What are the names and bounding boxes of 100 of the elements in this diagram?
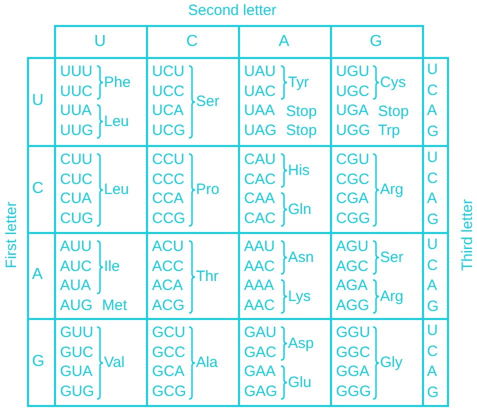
codon: UGA (336, 102, 369, 120)
codon: UCC (152, 82, 184, 100)
amino-acid-label: Ile (104, 258, 120, 276)
codon: CCC (152, 170, 184, 188)
codon: AUG (60, 296, 93, 314)
codon: CGC (336, 170, 370, 188)
third-letter: U (427, 61, 438, 79)
codon: CUU (60, 151, 92, 169)
third-letter: G (427, 384, 439, 402)
codon: CAC (244, 170, 276, 188)
amino-acid-label: Thr (196, 268, 218, 286)
amino-acid-label: Gln (288, 200, 312, 218)
amino-acid-label: Leu (104, 181, 130, 199)
third-letter: C (427, 82, 438, 100)
row-header: U (32, 92, 44, 110)
codon: UCG (152, 122, 186, 140)
codon: UAA (244, 102, 275, 120)
codon: UUU (60, 63, 92, 81)
amino-acid-label: Asp (288, 334, 314, 352)
codon: GUA (60, 363, 93, 381)
codon: UAU (244, 63, 276, 81)
third-letter: U (427, 149, 438, 167)
codon: CAA (244, 190, 275, 208)
amino-acid-label: Arg (380, 288, 404, 306)
codon: UGG (336, 122, 370, 140)
third-letter: A (427, 277, 438, 295)
amino-acid-label: Asn (288, 248, 314, 266)
axis-title: Second letter (188, 2, 276, 20)
column-header: C (185, 33, 199, 51)
codon: GCG (152, 382, 186, 400)
codon: GAG (244, 382, 278, 400)
third-letter: G (427, 122, 439, 140)
codon: UAC (244, 82, 276, 100)
amino-acid-label: Ser (196, 93, 220, 111)
codon: ACA (152, 277, 183, 295)
codon: GAA (244, 363, 276, 381)
codon: UAG (244, 122, 277, 140)
codon: CCG (152, 210, 186, 228)
codon: AGG (336, 296, 370, 314)
codon: UUG (60, 122, 94, 140)
codon: ACC (152, 258, 184, 276)
third-letter: A (427, 363, 438, 381)
row-header: C (32, 180, 44, 198)
codon: CGA (336, 190, 369, 208)
codon: AAC (244, 296, 275, 314)
amino-acid-label: Ala (196, 354, 218, 372)
codon: AUU (60, 238, 92, 256)
codon: GGG (336, 382, 372, 400)
codon: UCU (152, 63, 184, 81)
codon: UUC (60, 82, 92, 100)
codon: UUA (60, 102, 92, 120)
axis-title: Third letter (459, 198, 477, 273)
codon: GCU (152, 324, 186, 342)
column-header: G (368, 33, 384, 51)
codon: UGU (336, 63, 370, 81)
codon: AGU (336, 238, 369, 256)
amino-acid-label: Arg (380, 181, 404, 199)
third-letter: G (427, 298, 439, 316)
amino-acid-label: Stop (378, 102, 409, 121)
codon: CGG (336, 210, 370, 228)
codon: UGC (336, 82, 370, 100)
amino-acid-label: Val (104, 354, 125, 372)
row-header: A (32, 266, 43, 284)
codon: CAU (244, 151, 276, 169)
codon: GCC (152, 344, 186, 362)
third-letter: C (427, 256, 438, 274)
amino-acid-label: Gly (380, 354, 402, 372)
third-letter: G (427, 210, 439, 228)
amino-acid-label: Cys (380, 74, 406, 92)
amino-acid-label: Stop (286, 102, 317, 121)
third-letter: U (427, 322, 438, 340)
codon: GGC (336, 344, 370, 362)
third-letter: U (427, 236, 438, 254)
codon: AUA (60, 277, 91, 295)
codon: CAC (244, 210, 276, 228)
row-header: G (32, 352, 44, 370)
axis-title: First letter (3, 200, 21, 270)
codon: AAA (244, 277, 274, 295)
third-letter: A (427, 190, 438, 208)
codon: GUG (60, 382, 94, 400)
amino-acid-label: His (288, 162, 310, 180)
codon: CCA (152, 190, 184, 208)
codon: AAC (244, 258, 275, 276)
codon: AUC (60, 258, 92, 276)
amino-acid-label: Trp (378, 122, 400, 140)
codon: AGA (336, 277, 368, 295)
codon: ACG (152, 296, 185, 314)
amino-acid-label: Glu (288, 374, 312, 392)
codon: ACU (152, 238, 184, 256)
codon: GGU (336, 324, 370, 342)
third-letter: A (427, 102, 438, 120)
codon: AAU (244, 238, 275, 256)
column-header: U (93, 33, 107, 51)
codon: GUC (60, 344, 94, 362)
codon: GGA (336, 363, 370, 381)
codon: CCU (152, 151, 184, 169)
third-letter: C (427, 342, 438, 360)
amino-acid-label: Leu (104, 112, 130, 130)
amino-acid-label: Ser (380, 248, 404, 266)
codon: CUG (60, 210, 94, 228)
